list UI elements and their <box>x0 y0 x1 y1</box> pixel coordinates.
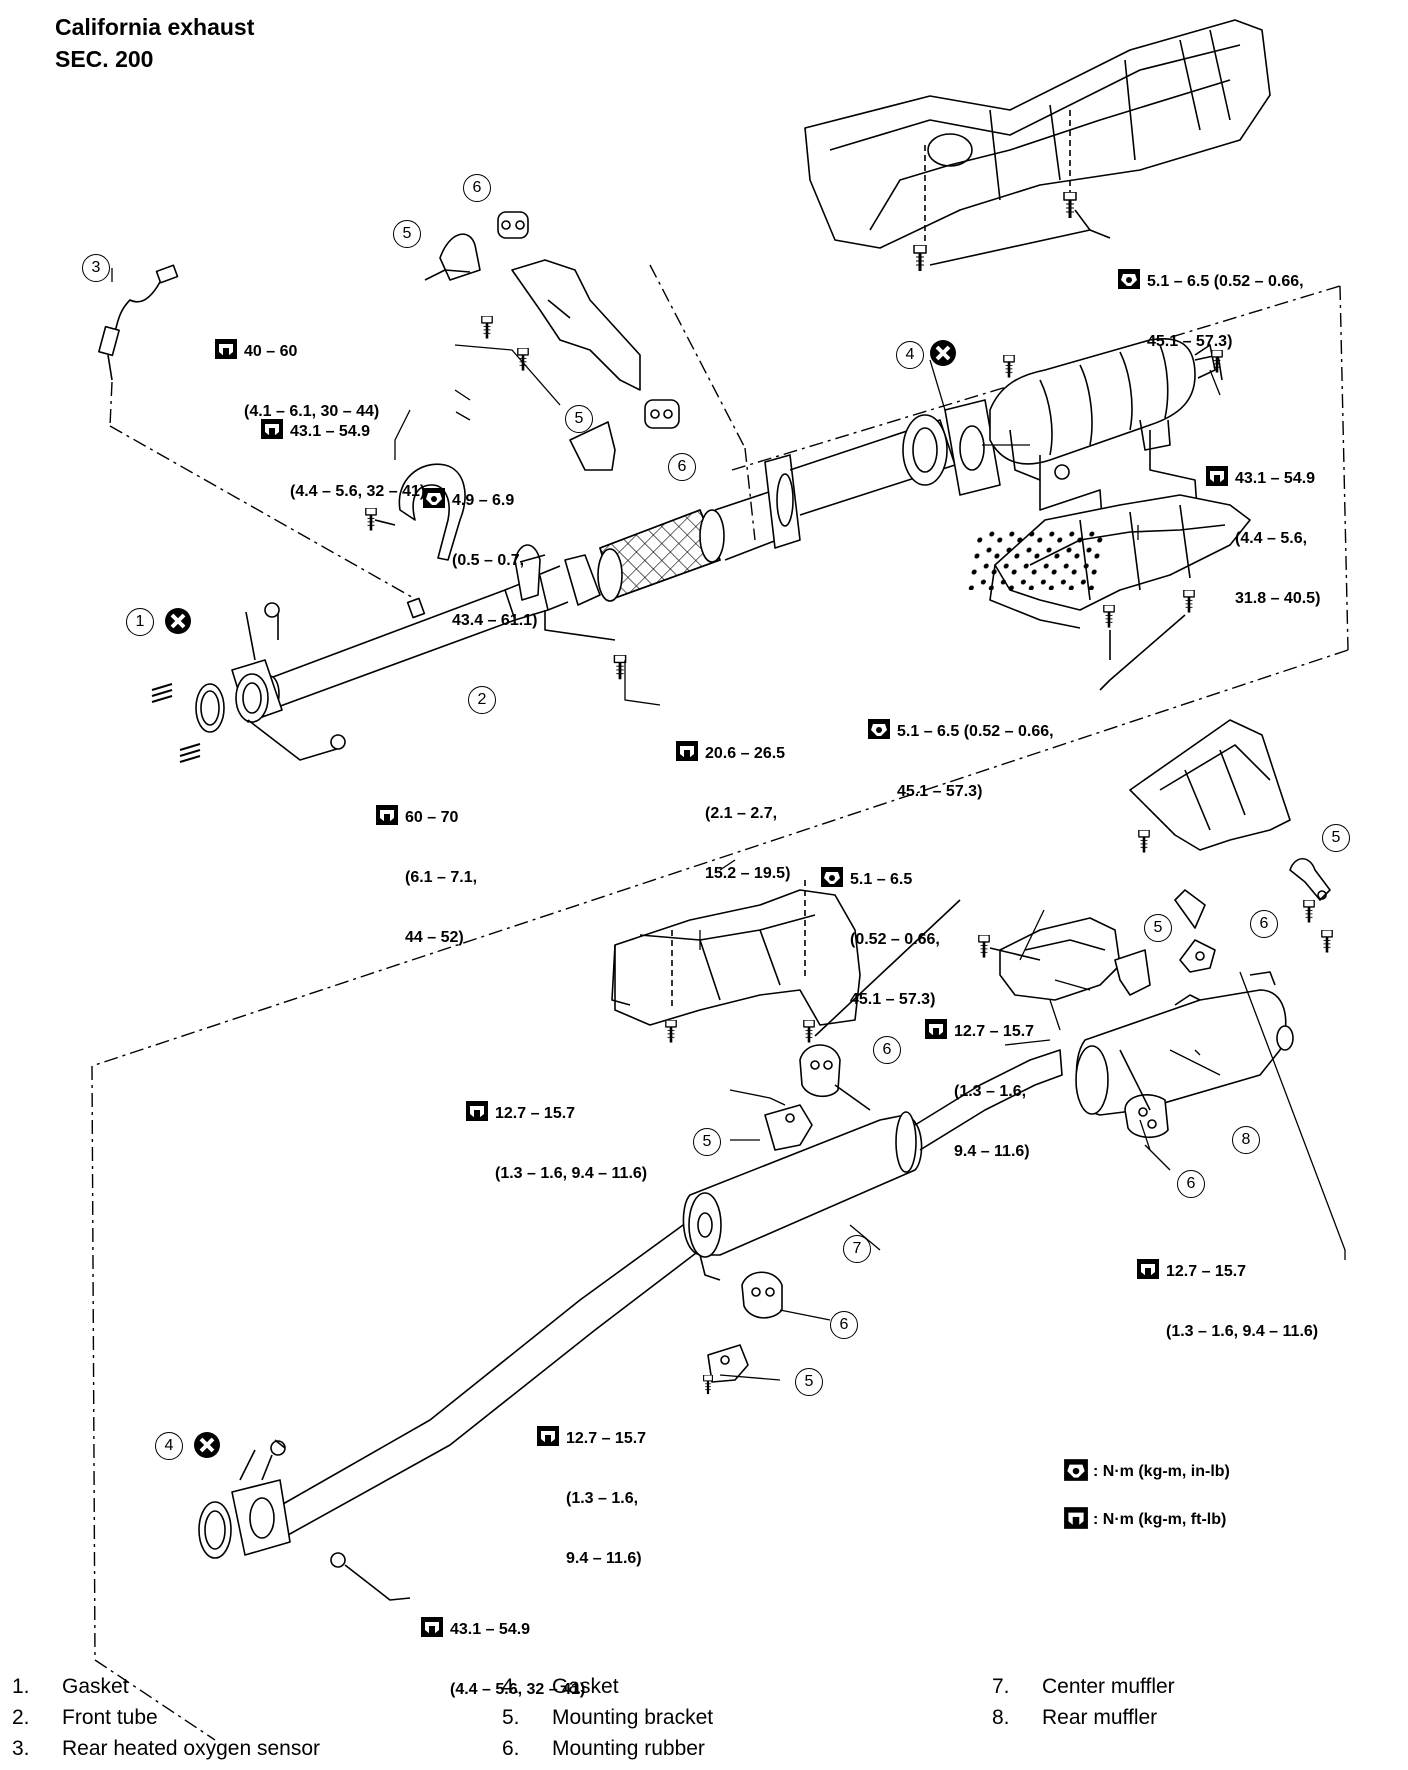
callout-6-bracket: 6 <box>668 453 696 481</box>
list-item: 3.Rear heated oxygen sensor <box>12 1737 320 1760</box>
open-bolt-icon <box>1205 465 1229 487</box>
callout-1: 1 <box>126 608 154 636</box>
rear-muffler <box>1075 989 1294 1116</box>
torque-spec-lower-shield: 5.1 – 6.5 (0.52 – 0.66, 45.1 – 57.3) <box>820 826 940 1030</box>
torque-spec-center-bracket: 12.7 – 15.7 (1.3 – 1.6, 9.4 – 11.6) <box>536 1385 646 1589</box>
open-bolt-icon <box>675 740 699 762</box>
filled-bolt-icon <box>820 866 844 888</box>
filled-bolt-icon <box>867 718 891 740</box>
catalytic-converter <box>989 338 1223 481</box>
torque-spec-upper-heat-shield: 5.1 – 6.5 (0.52 – 0.66, 45.1 – 57.3) <box>1117 228 1304 372</box>
torque-spec-oxygen-sensor: 40 – 60 (4.1 – 6.1, 30 – 44) <box>214 298 379 442</box>
open-bolt-icon <box>1063 1506 1089 1530</box>
upper-heat-shield <box>804 19 1271 250</box>
callout-2: 2 <box>468 686 496 714</box>
torque-spec-front-tube-bolt: 20.6 – 26.5 (2.1 – 2.7, 15.2 – 19.5) <box>675 700 790 904</box>
callout-4-upper: 4 <box>896 341 924 369</box>
do-not-reuse-icon <box>194 1432 220 1458</box>
filled-bolt-icon <box>422 487 446 509</box>
torque-spec-rear-bracket-left: 12.7 – 15.7 (1.3 – 1.6, 9.4 – 11.6) <box>465 1060 647 1204</box>
torque-spec-rear-bracket-mid: 12.7 – 15.7 (1.3 – 1.6, 9.4 – 11.6) <box>924 978 1034 1182</box>
torque-spec-front-tube-bracket: 43.1 – 54.9 (4.4 – 5.6, 32 – 41) <box>260 378 425 522</box>
do-not-reuse-icon <box>165 608 191 634</box>
callout-5-top: 5 <box>393 220 421 248</box>
torque-spec-converter: 43.1 – 54.9 (4.4 – 5.6, 31.8 – 40.5) <box>1205 425 1320 629</box>
callout-5-lower: 5 <box>795 1368 823 1396</box>
callout-6-rear: 6 <box>1250 910 1278 938</box>
filled-bolt-icon <box>1117 268 1141 290</box>
center-muffler <box>254 1049 1063 1546</box>
callout-8: 8 <box>1232 1126 1260 1154</box>
callout-7: 7 <box>843 1235 871 1263</box>
section-number: SEC. 200 <box>55 46 154 72</box>
front-flange <box>151 659 283 763</box>
oxygen-sensor <box>98 264 179 381</box>
callout-5-rear: 5 <box>1322 824 1350 852</box>
callout-5-mid: 5 <box>1144 914 1172 942</box>
open-bolt-icon <box>465 1100 489 1122</box>
converter-heat-shield <box>965 494 1251 629</box>
list-item: 1.Gasket <box>12 1675 129 1698</box>
torque-spec-front-flange: 60 – 70 (6.1 – 7.1, 44 – 52) <box>375 764 477 968</box>
list-item: 4.Gasket <box>502 1675 619 1698</box>
torque-spec-clamp: 4.9 – 6.9 (0.5 – 0.7, 43.4 – 61.1) <box>422 447 537 651</box>
list-item: 2.Front tube <box>12 1706 158 1729</box>
open-bolt-icon <box>536 1425 560 1447</box>
list-item: 7.Center muffler <box>992 1675 1175 1698</box>
list-item: 6.Mounting rubber <box>502 1737 705 1760</box>
open-bolt-icon <box>1136 1258 1160 1280</box>
callout-5-bracket: 5 <box>565 405 593 433</box>
legend-filled: : N·m (kg-m, in-lb) <box>1063 1458 1230 1482</box>
list-item: 8.Rear muffler <box>992 1706 1158 1729</box>
do-not-reuse-icon <box>930 340 956 366</box>
filled-bolt-icon <box>1063 1458 1089 1482</box>
list-item: 5.Mounting bracket <box>502 1706 714 1729</box>
torque-spec-rear-muffler: 12.7 – 15.7 (1.3 – 1.6, 9.4 – 11.6) <box>1136 1218 1318 1362</box>
callout-6-lower: 6 <box>830 1311 858 1339</box>
torque-spec-rear-flange: 43.1 – 54.9 (4.4 – 5.6, 32 – 41) <box>420 1576 585 1720</box>
callout-5-left: 5 <box>693 1128 721 1156</box>
callout-6-muffler: 6 <box>1177 1170 1205 1198</box>
legend-open: : N·m (kg-m, ft-lb) <box>1063 1506 1226 1530</box>
callout-6-top: 6 <box>463 174 491 202</box>
open-bolt-icon <box>214 338 238 360</box>
torque-spec-converter-shield: 5.1 – 6.5 (0.52 – 0.66, 45.1 – 57.3) <box>867 678 1054 822</box>
callout-6-center: 6 <box>873 1036 901 1064</box>
callout-3: 3 <box>82 254 110 282</box>
callout-4-lower: 4 <box>155 1432 183 1460</box>
flex-pipe <box>564 509 725 606</box>
rear-flange <box>198 1479 291 1559</box>
diagram-title: California exhaust <box>55 14 255 40</box>
open-bolt-icon <box>924 1018 948 1040</box>
open-bolt-icon <box>260 418 284 440</box>
open-bolt-icon <box>420 1616 444 1638</box>
open-bolt-icon <box>375 804 399 826</box>
